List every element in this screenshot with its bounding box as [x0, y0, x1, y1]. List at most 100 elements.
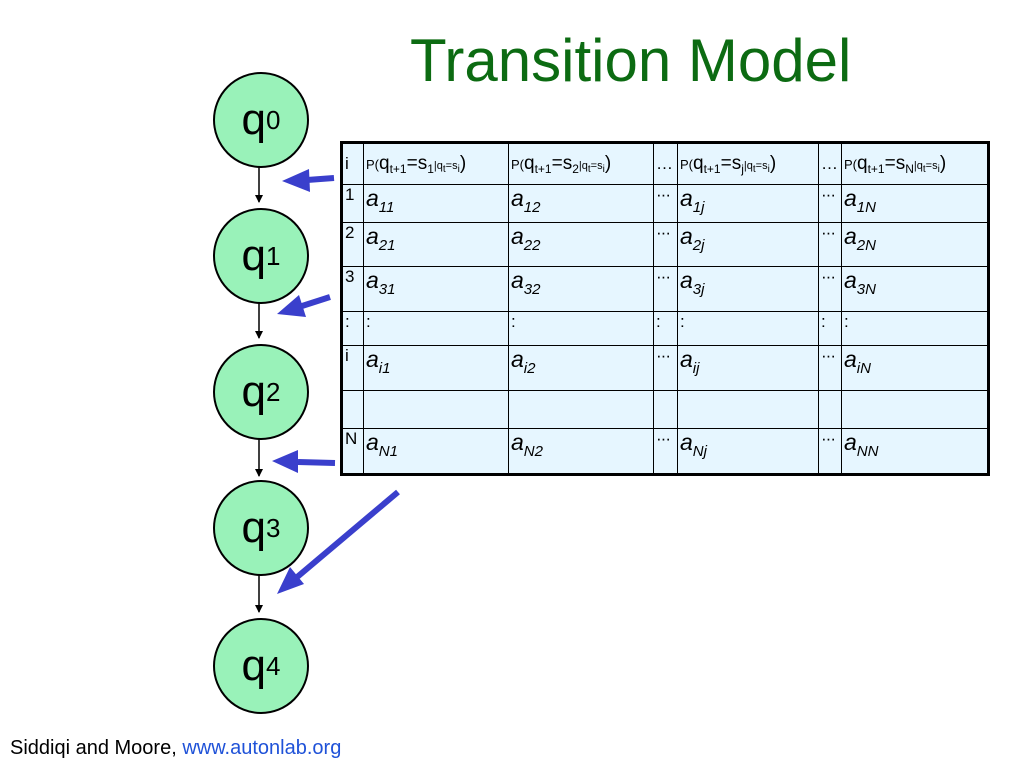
state-sub: 4 [266, 650, 281, 681]
header-formula-part: t [922, 163, 926, 175]
prob-symbol: ai1 [366, 346, 391, 378]
header-formula-part: i [767, 163, 770, 175]
transition-prob-cell: aNj [677, 428, 819, 475]
prob-symbol: a2N [844, 223, 876, 255]
empty-cell [363, 390, 509, 429]
prob-subscript: 21 [378, 237, 396, 254]
row-index-cell: : [341, 311, 364, 346]
ellipsis-cell: ··· [653, 266, 678, 312]
prob-subscript: 32 [523, 281, 541, 298]
header-formula-part: 1 [427, 161, 434, 176]
header-formula-part: P( [511, 156, 524, 172]
transition-prob-cell: a31 [363, 266, 509, 312]
header-formula-part: j [741, 161, 744, 176]
pointer-arrow-row3 [277, 294, 331, 317]
prob-symbol: aN2 [511, 429, 543, 461]
header-formula-part: |q [433, 159, 443, 172]
slide-title: Transition Model [410, 27, 852, 94]
prob-subscript: iN [856, 360, 871, 377]
transition-prob-cell: aNN [841, 428, 989, 475]
header-index-cell: i [341, 142, 364, 185]
header-formula-part: t+1 [389, 161, 407, 176]
prob-symbol: a3N [844, 267, 876, 299]
header-formula-part: t+1 [867, 161, 885, 176]
header-formula-part: t [442, 163, 446, 175]
pointer-arrow-diagonal [277, 489, 400, 594]
ellipsis-cell: ··· [818, 266, 842, 312]
header-formula-part: ) [769, 152, 777, 174]
header-prob-cell: P(qt+1=s2|qt=si) [508, 142, 654, 185]
transition-prob-cell: a2j [677, 222, 819, 267]
header-formula-part: |q [743, 159, 753, 172]
prob-subscript: N2 [523, 443, 543, 460]
transition-prob-cell: a1j [677, 184, 819, 223]
header-formula-part: =s [445, 159, 458, 172]
footer-link[interactable]: www.autonlab.org [182, 737, 342, 759]
prob-symbol: a22 [511, 223, 541, 255]
state-label: q [241, 641, 266, 690]
colon-cell: : [508, 311, 654, 346]
header-formula-part: =s [551, 152, 573, 174]
header-formula-part: =s [755, 159, 768, 172]
header-formula-part: =s [590, 159, 603, 172]
colon-cell: : [677, 311, 819, 346]
transition-prob-cell: a21 [363, 222, 509, 267]
row-index-cell [341, 390, 364, 429]
colon-cell: : [818, 311, 842, 346]
ellipsis-cell: ··· [653, 345, 678, 391]
state-sub: 2 [266, 376, 281, 407]
header-formula-part: P( [680, 156, 693, 172]
header-formula-part: |q [913, 159, 923, 172]
header-formula-part: ) [939, 152, 947, 174]
header-formula-part: t [752, 163, 756, 175]
prob-symbol: a11 [366, 185, 395, 217]
header-formula-part: P( [366, 156, 379, 172]
prob-subscript: ij [692, 360, 700, 377]
transition-prob-cell: aij [677, 345, 819, 391]
header-formula-part: q [693, 152, 704, 174]
header-formula-part: ) [459, 152, 467, 174]
prob-subscript: 22 [523, 237, 541, 254]
transition-table-body: i P(qt+1=s1|qt=si)P(qt+1=s2|qt=si)…P(qt+… [341, 142, 989, 475]
row-index-cell: 1 [341, 184, 364, 223]
header-formula-part: =s [925, 159, 938, 172]
prob-subscript: Nj [692, 443, 707, 460]
empty-cell [677, 390, 819, 429]
header-formula-part: 2 [572, 161, 579, 176]
row-index-cell: 2 [341, 222, 364, 267]
row-index-cell: N [341, 428, 364, 475]
prob-subscript: NN [856, 443, 879, 460]
transition-prob-cell: ai1 [363, 345, 509, 391]
prob-subscript: N1 [378, 443, 398, 460]
header-formula-part: i [457, 163, 460, 175]
state-sub: 1 [266, 240, 281, 271]
colon-cell: : [841, 311, 989, 346]
header-formula-part: =s [406, 152, 428, 174]
prob-subscript: 1N [856, 199, 876, 216]
header-formula-part: i [937, 163, 940, 175]
prob-symbol: a3j [680, 267, 705, 299]
prob-subscript: 2N [856, 237, 876, 254]
transition-prob-cell: a32 [508, 266, 654, 312]
table-row: ::::::: [341, 311, 989, 346]
ellipsis-cell: ··· [818, 428, 842, 475]
header-formula-part: i [602, 163, 605, 175]
state-label: q [241, 231, 266, 280]
ellipsis-cell: ··· [818, 184, 842, 223]
prob-symbol: a2j [680, 223, 705, 255]
prob-symbol: aiN [844, 346, 871, 378]
prob-subscript: i1 [378, 360, 391, 377]
header-formula-part: q [379, 152, 390, 174]
prob-subscript: i2 [523, 360, 536, 377]
transition-prob-cell: a11 [363, 184, 509, 223]
transition-prob-cell: a1N [841, 184, 989, 223]
transition-prob-cell: a12 [508, 184, 654, 223]
empty-cell [841, 390, 989, 429]
prob-symbol: aNN [844, 429, 879, 461]
